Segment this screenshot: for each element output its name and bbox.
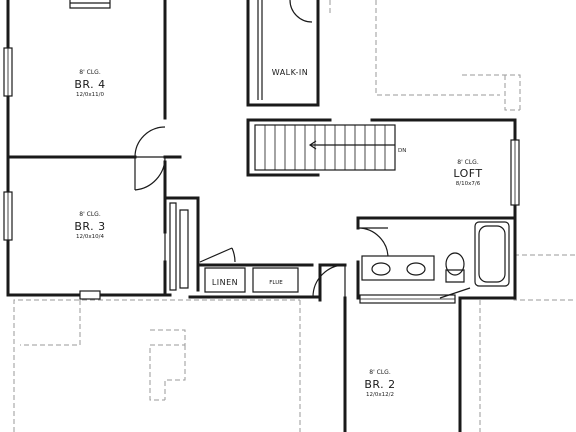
loft-name: LOFT	[453, 167, 482, 180]
room-labels: 8' CLG. BR. 4 12/0x11/0 8' CLG. BR. 3 12…	[74, 68, 482, 398]
br2-ceiling: 8' CLG.	[369, 369, 391, 376]
windows	[3, 47, 520, 304]
stair	[254, 124, 396, 171]
flue-label: FLUE	[269, 280, 283, 286]
br4-name: BR. 4	[74, 78, 105, 91]
linen-label: LINEN	[212, 278, 238, 287]
br2-size: 12/0x12/2	[366, 392, 394, 398]
walls	[6, 0, 517, 432]
doors	[134, 0, 471, 299]
sink-icon	[406, 262, 426, 276]
loft-size: 8/10x7/6	[456, 181, 481, 187]
walk-in-label: WALK-IN	[272, 68, 309, 77]
br3-size: 12/0x10/4	[76, 234, 104, 240]
loft-ceiling: 8' CLG.	[457, 159, 479, 166]
tub-icon	[474, 221, 510, 287]
br3-ceiling: 8' CLG.	[79, 211, 101, 218]
br4-size: 12/0x11/0	[76, 92, 104, 98]
br2-name: BR. 2	[364, 378, 395, 391]
br3-name: BR. 3	[74, 220, 105, 233]
sink-icon	[371, 262, 391, 276]
br4-ceiling: 8' CLG.	[79, 69, 101, 76]
stair-dn-label: DN	[398, 148, 406, 154]
lower-floor-outline	[13, 0, 576, 432]
bath-fixtures	[361, 221, 510, 287]
